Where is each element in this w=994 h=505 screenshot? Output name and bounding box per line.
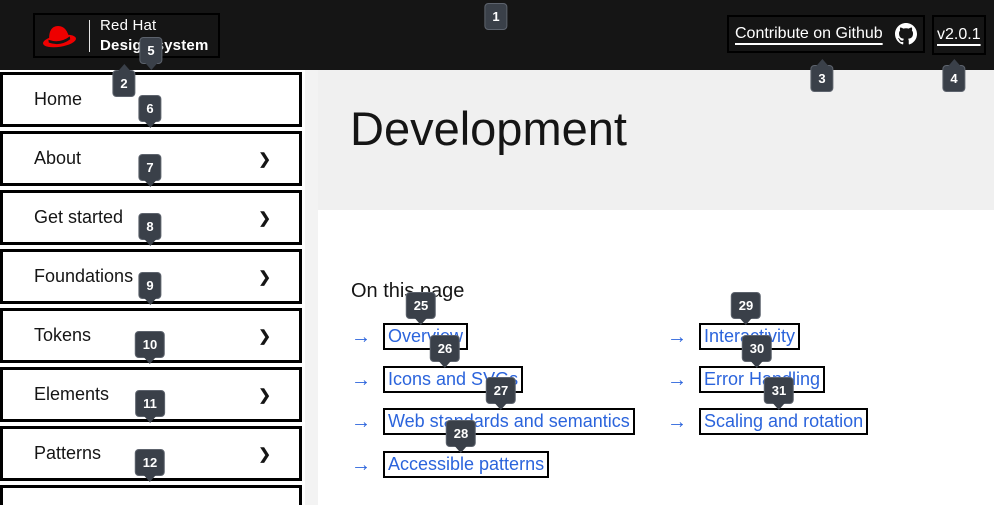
chevron-right-icon: ❯ — [258, 445, 271, 463]
sidebar-item-label: Patterns — [34, 443, 102, 463]
annotation-badge-12: 12 — [134, 449, 166, 476]
annotation-badge-26: 26 — [429, 335, 461, 362]
annotation-badge-27: 27 — [485, 377, 517, 404]
chevron-right-icon: ❯ — [258, 268, 271, 286]
chevron-right-icon: ❯ — [258, 150, 271, 168]
red-hat-fedora-icon — [43, 25, 77, 47]
chevron-right-icon: ❯ — [258, 386, 271, 404]
chevron-right-icon: ❯ — [258, 327, 271, 345]
arrow-right-icon: → — [667, 325, 687, 348]
annotation-badge-11: 11 — [135, 390, 165, 417]
github-icon — [894, 23, 917, 45]
logo-link[interactable]: Red Hat Design system — [33, 13, 221, 58]
toc-link-error-handling[interactable]: Error Handling — [699, 366, 826, 393]
annotation-badge-2: 2 — [112, 70, 136, 97]
version-label: v2.0.1 — [937, 26, 981, 43]
annotation-badge-6: 6 — [138, 95, 162, 122]
annotation-badge-28: 28 — [445, 420, 477, 447]
arrow-right-icon: → — [667, 368, 687, 391]
sidebar-item-label: Get started — [34, 207, 124, 227]
annotation-badge-5: 5 — [139, 37, 163, 64]
toc-row-scaling-and-rotation: → Scaling and rotation — [667, 408, 869, 435]
sidebar-item-hidden[interactable] — [0, 485, 302, 505]
toc-row-interactivity: →Interactivity — [667, 323, 801, 350]
logo-divider — [89, 19, 90, 52]
chevron-right-icon: ❯ — [258, 209, 271, 227]
annotation-badge-1: 1 — [484, 3, 508, 30]
contribute-github-label: Contribute on Github — [735, 25, 883, 42]
sidebar-scrollbar-track[interactable] — [305, 70, 318, 505]
toc-link-scaling-and-rotation[interactable]: Scaling and rotation — [699, 408, 869, 435]
arrow-right-icon: → — [351, 453, 371, 476]
logo-line1: Red Hat — [100, 17, 157, 34]
version-link[interactable]: v2.0.1 — [932, 15, 986, 55]
annotation-badge-4: 4 — [942, 65, 966, 92]
annotation-badge-8: 8 — [138, 213, 162, 240]
page-hero-band: Development — [318, 70, 994, 210]
sidebar-item-label: About — [34, 148, 82, 168]
annotation-badge-29: 29 — [730, 292, 762, 319]
annotation-badge-25: 25 — [405, 292, 437, 319]
sidebar-item-label: Elements — [34, 384, 110, 404]
toc-row-accessible-patterns: → Accessible patterns — [351, 451, 550, 478]
sidebar-item-foundations[interactable]: Foundations ❯ — [0, 249, 302, 304]
toc-heading: On this page — [351, 280, 465, 302]
annotation-badge-10: 10 — [134, 331, 166, 358]
toc-link-web-standards-and-semantics[interactable]: Web standards and semantics — [383, 408, 635, 435]
arrow-right-icon: → — [667, 410, 687, 433]
sidebar-item-label: Foundations — [34, 266, 134, 286]
page-title: Development — [350, 102, 627, 155]
arrow-right-icon: → — [351, 368, 371, 391]
annotation-badge-9: 9 — [138, 272, 162, 299]
annotation-badge-30: 30 — [741, 335, 773, 362]
arrow-right-icon: → — [351, 325, 371, 348]
toc-row-error-handling: → Error Handling — [667, 366, 826, 393]
annotation-badge-7: 7 — [138, 154, 162, 181]
sidebar-item-label: Tokens — [34, 325, 92, 345]
sidebar-item-label: Home — [34, 89, 83, 109]
annotation-badge-3: 3 — [810, 65, 834, 92]
contribute-github-link[interactable]: Contribute on Github — [727, 15, 925, 53]
annotation-badge-31: 31 — [763, 377, 795, 404]
toc-row-web-standards-and-semantics: → Web standards and semantics — [351, 408, 635, 435]
toc-link-accessible-patterns[interactable]: Accessible patterns — [383, 451, 550, 478]
arrow-right-icon: → — [351, 410, 371, 433]
